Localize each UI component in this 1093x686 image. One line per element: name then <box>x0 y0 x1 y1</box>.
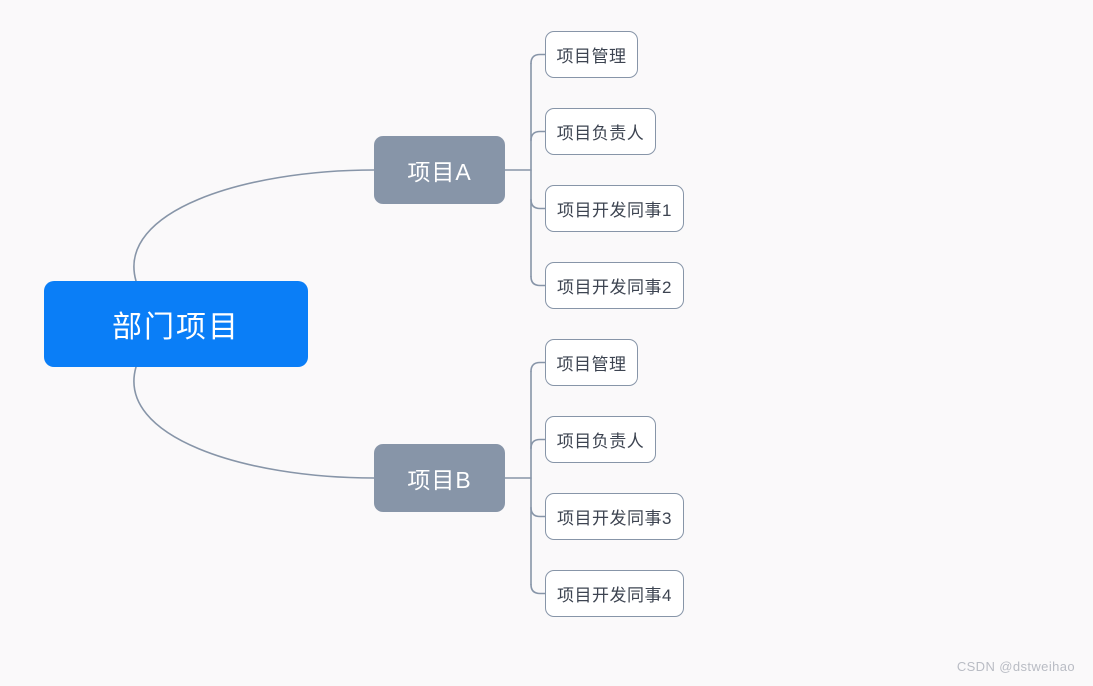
edge <box>133 366 375 479</box>
node-root-label: 部门项目 <box>112 311 240 344</box>
edge <box>530 438 546 450</box>
edge <box>530 506 546 518</box>
node-b-leaf-4[interactable]: 项目开发同事4 <box>545 570 684 617</box>
edge <box>530 361 546 373</box>
node-a-leaf-2[interactable]: 项目负责人 <box>545 108 656 155</box>
node-branch-b[interactable]: 项目B <box>374 444 505 512</box>
node-b-leaf-3[interactable]: 项目开发同事3 <box>545 493 684 540</box>
node-a-leaf-1[interactable]: 项目管理 <box>545 31 638 78</box>
node-root[interactable]: 部门项目 <box>44 281 308 367</box>
edge <box>133 169 375 282</box>
node-a-leaf-3[interactable]: 项目开发同事1 <box>545 185 684 232</box>
node-branch-a[interactable]: 项目A <box>374 136 505 204</box>
node-b-leaf-2-label: 项目负责人 <box>556 432 645 451</box>
node-a-leaf-3-label: 项目开发同事1 <box>557 201 672 220</box>
node-branch-b-label: 项目B <box>407 467 472 493</box>
edge <box>530 53 546 65</box>
node-b-leaf-2[interactable]: 项目负责人 <box>545 416 656 463</box>
node-branch-a-label: 项目A <box>407 159 472 185</box>
node-b-leaf-1[interactable]: 项目管理 <box>545 339 638 386</box>
node-a-leaf-1-label: 项目管理 <box>556 47 627 66</box>
watermark: CSDN @dstweihao <box>956 659 1075 674</box>
node-a-leaf-4[interactable]: 项目开发同事2 <box>545 262 684 309</box>
node-a-leaf-2-label: 项目负责人 <box>556 124 645 143</box>
edge <box>530 275 546 287</box>
node-b-leaf-1-label: 项目管理 <box>556 355 627 374</box>
edge <box>530 198 546 210</box>
node-b-leaf-4-label: 项目开发同事4 <box>557 586 672 605</box>
edge <box>530 583 546 595</box>
edge <box>530 130 546 142</box>
node-b-leaf-3-label: 项目开发同事3 <box>557 509 672 528</box>
node-a-leaf-4-label: 项目开发同事2 <box>557 278 672 297</box>
